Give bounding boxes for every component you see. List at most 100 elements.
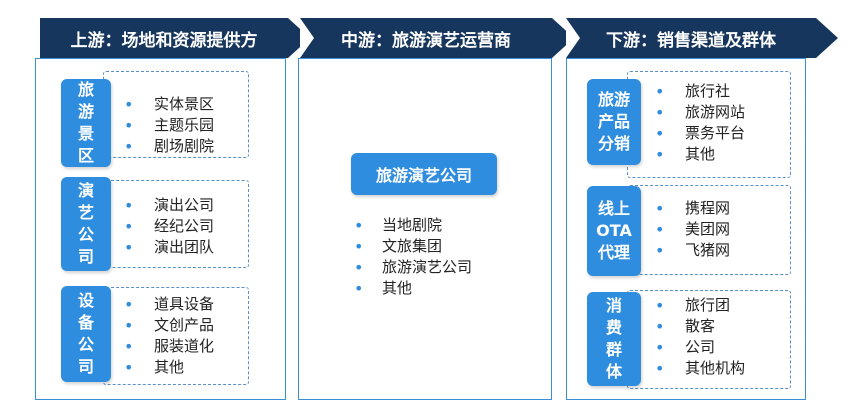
tag-char: 艺 bbox=[77, 203, 94, 222]
tag-char: 消 bbox=[605, 296, 622, 315]
midstream-header-label: 中游：旅游演艺运营商 bbox=[341, 30, 511, 51]
tag-line: 代理 bbox=[597, 243, 630, 262]
upstream-header-label: 上游：场地和资源提供方 bbox=[70, 30, 258, 51]
list-item: • 道具设备 bbox=[124, 294, 214, 315]
list-item: •文旅集团 bbox=[354, 236, 472, 257]
upstream-group-1-tag: 旅 游 景 区 bbox=[61, 79, 111, 167]
list-item: • 其他机构 bbox=[655, 358, 745, 379]
list-item-label: 票务平台 bbox=[685, 124, 746, 142]
downstream-group-3-tag: 消 费 群 体 bbox=[587, 292, 641, 386]
list-item: • 旅行社 bbox=[655, 81, 745, 102]
upstream-group-2-list: •演出公司 •经纪公司 •演出团队 bbox=[124, 195, 214, 258]
bullet-icon: • bbox=[655, 296, 665, 315]
tag-char: 公 bbox=[77, 225, 94, 244]
list-item: • 剧场剧院 bbox=[124, 136, 214, 157]
list-item-label: 旅游网站 bbox=[685, 103, 746, 121]
upstream-group-2-tag: 演 艺 公 司 bbox=[61, 177, 111, 271]
tag-char: 旅 bbox=[77, 80, 94, 99]
list-item-label: 旅游演艺公司 bbox=[382, 258, 473, 276]
upstream-column: 旅 游 景 区 •实体景区 •主题乐园 •剧场剧院 演 艺 公 司 •演出公司 … bbox=[35, 58, 286, 400]
tag-line: 旅游 bbox=[597, 90, 630, 109]
bullet-icon: • bbox=[354, 279, 364, 298]
list-item-label: 其他 bbox=[154, 358, 185, 376]
bullet-icon: • bbox=[124, 295, 134, 314]
list-item: • 服装道化 bbox=[124, 336, 214, 357]
downstream-group-2-tag: 线上 OTA 代理 bbox=[587, 186, 641, 276]
bullet-icon: • bbox=[655, 124, 665, 143]
downstream-header: 下游：销售渠道及群体 bbox=[566, 18, 816, 58]
downstream-header-label: 下游：销售渠道及群体 bbox=[606, 30, 776, 51]
list-item: •其他 bbox=[354, 278, 472, 299]
bullet-icon: • bbox=[655, 220, 665, 239]
tag-char: 体 bbox=[605, 362, 622, 381]
list-item-label: 美团网 bbox=[685, 220, 731, 238]
tag-line: 线上 bbox=[597, 199, 630, 218]
upstream-group-3-tag: 设 备 公 司 bbox=[61, 286, 111, 382]
upstream-group-1-list: •实体景区 •主题乐园 •剧场剧院 bbox=[124, 94, 214, 157]
list-item-label: 当地剧院 bbox=[382, 216, 443, 234]
list-item-label: 公司 bbox=[685, 338, 716, 356]
downstream-group-3-list: •旅行团 •散客 •公司 •其他机构 bbox=[655, 295, 745, 379]
bullet-icon: • bbox=[354, 258, 364, 277]
tag-line: OTA bbox=[596, 221, 632, 240]
bullet-icon: • bbox=[124, 316, 134, 335]
upstream-group-3-list: • 道具设备 • 文创产品 • 服装道化 • 其他 bbox=[124, 294, 214, 378]
midstream-header: 中游：旅游演艺运营商 bbox=[300, 18, 552, 58]
tag-char: 区 bbox=[77, 146, 94, 165]
bullet-icon: • bbox=[124, 196, 134, 215]
list-item-label: 文创产品 bbox=[154, 316, 215, 334]
midstream-title: 旅游演艺公司 bbox=[351, 153, 497, 195]
tag-char: 司 bbox=[77, 357, 94, 376]
bullet-icon: • bbox=[655, 317, 665, 336]
list-item: • 旅行团 bbox=[655, 295, 745, 316]
list-item-label: 实体景区 bbox=[154, 95, 215, 113]
list-item-label: 演出团队 bbox=[154, 238, 215, 256]
tag-char: 司 bbox=[77, 247, 94, 266]
list-item-label: 旅行团 bbox=[685, 296, 731, 314]
downstream-group-1-tag: 旅游 产品 分销 bbox=[587, 79, 641, 165]
bullet-icon: • bbox=[655, 145, 665, 164]
list-item-label: 旅行社 bbox=[685, 82, 731, 100]
bullet-icon: • bbox=[124, 137, 134, 156]
list-item: •飞猪网 bbox=[655, 240, 730, 261]
bullet-icon: • bbox=[655, 359, 665, 378]
list-item: •演出团队 bbox=[124, 237, 214, 258]
list-item-label: 剧场剧院 bbox=[154, 137, 215, 155]
list-item-label: 经纪公司 bbox=[154, 217, 215, 235]
midstream-column: 旅游演艺公司 •当地剧院 •文旅集团 •旅游演艺公司 •其他 bbox=[298, 58, 552, 400]
list-item: • 旅游演艺公司 bbox=[354, 257, 472, 278]
tag-line: 分销 bbox=[597, 134, 630, 153]
list-item: • 美团网 bbox=[655, 219, 730, 240]
bullet-icon: • bbox=[655, 103, 665, 122]
list-item: •演出公司 bbox=[124, 195, 214, 216]
tag-char: 费 bbox=[605, 318, 622, 337]
midstream-title-label: 旅游演艺公司 bbox=[375, 166, 472, 185]
bullet-icon: • bbox=[655, 199, 665, 218]
list-item: • 票务平台 bbox=[655, 123, 745, 144]
list-item: • 携程网 bbox=[655, 198, 730, 219]
bullet-icon: • bbox=[124, 217, 134, 236]
downstream-group-2-list: • 携程网 • 美团网 •飞猪网 bbox=[655, 198, 730, 261]
bullet-icon: • bbox=[655, 82, 665, 101]
list-item-label: 携程网 bbox=[685, 199, 731, 217]
bullet-icon: • bbox=[124, 116, 134, 135]
list-item: • 旅游网站 bbox=[655, 102, 745, 123]
bullet-icon: • bbox=[354, 216, 364, 235]
downstream-group-1-list: •旅行社 •旅游网站 •票务平台 •其他 bbox=[655, 81, 745, 165]
bullet-icon: • bbox=[124, 337, 134, 356]
downstream-arrow-head bbox=[816, 18, 838, 58]
downstream-column: 旅游 产品 分销 •旅行社 •旅游网站 •票务平台 •其他 线上 OTA 代理 … bbox=[566, 58, 806, 400]
list-item: • 文创产品 bbox=[124, 315, 214, 336]
list-item: • 当地剧院 bbox=[354, 215, 472, 236]
list-item-label: 其他机构 bbox=[685, 359, 746, 377]
bullet-icon: • bbox=[655, 241, 665, 260]
list-item-label: 服装道化 bbox=[154, 337, 215, 355]
tag-char: 景 bbox=[77, 124, 94, 143]
list-item-label: 文旅集团 bbox=[382, 237, 443, 255]
midstream-list: •当地剧院 •文旅集团 •旅游演艺公司 •其他 bbox=[354, 215, 472, 299]
tag-char: 备 bbox=[77, 313, 94, 332]
list-item-label: 道具设备 bbox=[154, 295, 215, 313]
list-item: •实体景区 bbox=[124, 94, 214, 115]
list-item: •主题乐园 bbox=[124, 115, 214, 136]
tag-char: 群 bbox=[605, 340, 622, 359]
